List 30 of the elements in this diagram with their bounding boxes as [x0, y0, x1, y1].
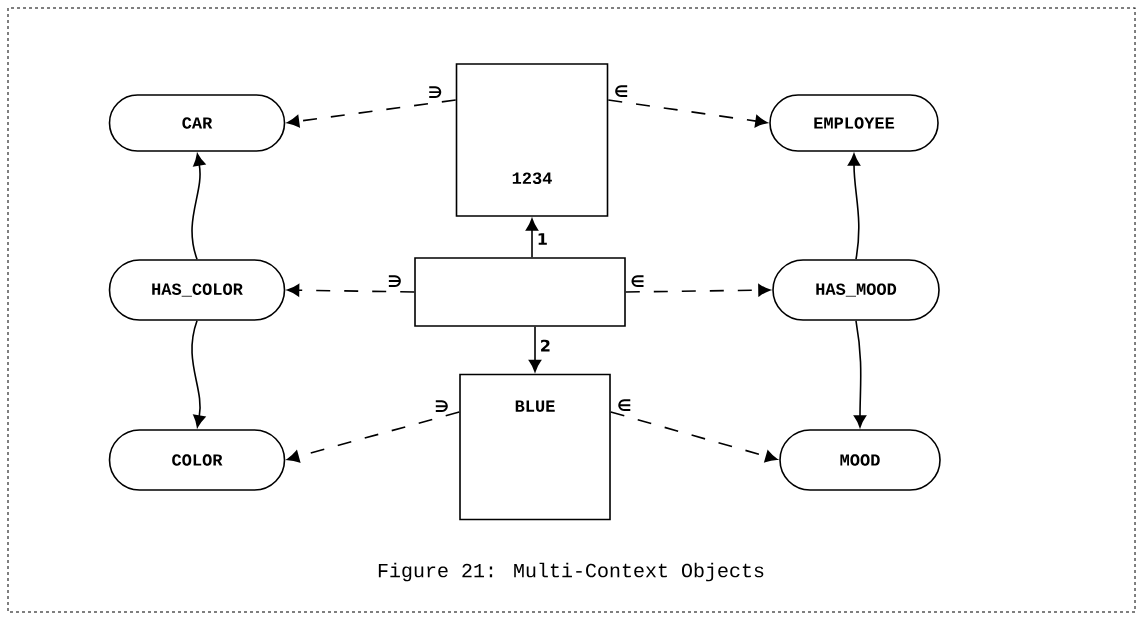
edge-label: ∋	[427, 85, 444, 99]
edge-label: ∈	[629, 274, 646, 289]
edge-label: ∋	[433, 399, 450, 413]
edge-label: ∈	[613, 84, 630, 99]
arrow	[607, 99, 768, 128]
square-box: 1234	[455, 63, 609, 217]
square-box: BLUE	[459, 373, 611, 521]
empty-box	[414, 257, 626, 327]
edge-label: 1	[535, 232, 549, 246]
rounded-box: CAR	[108, 94, 286, 152]
arrow	[287, 99, 457, 128]
edge-label: ∈	[616, 398, 633, 413]
rounded-box: MOOD	[779, 429, 941, 491]
arrow	[287, 284, 415, 297]
arrow	[525, 218, 539, 258]
rounded-box: COLOR	[108, 429, 286, 491]
arrow	[286, 411, 460, 463]
rounded-box: EMPLOYEE	[769, 94, 939, 152]
edge-label: 2	[538, 338, 552, 353]
arrow	[853, 320, 867, 428]
caption: Figure 21: Multi-Context Objects	[378, 562, 764, 582]
arrow	[528, 326, 542, 372]
arrow	[191, 320, 206, 428]
arrow	[625, 284, 771, 297]
arrow	[191, 153, 206, 260]
edge-label: ∋	[386, 274, 404, 288]
arrow	[847, 153, 861, 260]
arrow	[610, 411, 778, 463]
rounded-box: HAS_MOOD	[772, 259, 940, 321]
rounded-box: HAS_COLOR	[108, 259, 286, 321]
